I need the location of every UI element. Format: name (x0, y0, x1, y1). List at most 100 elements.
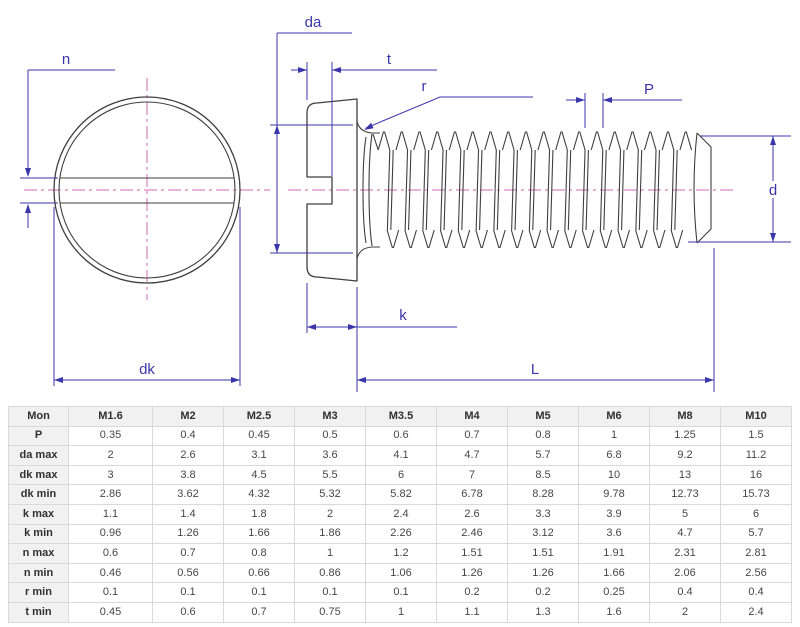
value-cell: 2.81 (720, 543, 792, 564)
value-cell: 1.86 (294, 523, 366, 545)
value-cell: 0.1 (152, 582, 224, 603)
value-cell: 6 (365, 464, 437, 486)
underhead-fillet-bottom (356, 246, 380, 260)
value-cell: 1.2 (365, 543, 437, 564)
value-cell: 0.4 (152, 425, 224, 447)
value-cell: 2.26 (365, 523, 437, 545)
value-cell: 0.1 (365, 582, 437, 603)
value-cell: 5.5 (294, 464, 366, 486)
value-cell: 3.6 (294, 445, 366, 466)
value-cell: 3.12 (507, 523, 579, 545)
value-cell: 1.66 (578, 562, 650, 584)
value-cell: 16 (720, 464, 792, 486)
dim-label-r: r (422, 78, 427, 95)
value-cell: 0.75 (294, 601, 366, 623)
value-cell: 5.32 (294, 484, 366, 505)
value-cell: 5 (649, 503, 721, 525)
value-cell: 0.7 (223, 601, 295, 623)
dim-label-t: t (387, 51, 392, 68)
value-cell: 1.1 (68, 503, 153, 525)
value-cell: 0.7 (436, 425, 508, 447)
value-cell: 0.6 (152, 601, 224, 623)
value-cell: 0.45 (68, 601, 153, 623)
column-header-M2.5: M2.5 (223, 406, 295, 427)
value-cell: 0.6 (68, 543, 153, 564)
dim-d: d (688, 135, 791, 243)
value-cell: 2.6 (152, 445, 224, 466)
row-label: k min (8, 523, 69, 545)
value-cell: 3.3 (507, 503, 579, 525)
value-cell: 2 (649, 601, 721, 623)
value-cell: 3.6 (578, 523, 650, 545)
value-cell: 11.2 (720, 445, 792, 466)
value-cell: 3.1 (223, 445, 295, 466)
value-cell: 0.2 (436, 582, 508, 603)
side-view: da t r P (270, 14, 791, 392)
column-header-M1.6: M1.6 (68, 406, 153, 427)
row-label: P (8, 425, 69, 447)
value-cell: 2.31 (649, 543, 721, 564)
value-cell: 6 (720, 503, 792, 525)
value-cell: 5.7 (720, 523, 792, 545)
value-cell: 1.8 (223, 503, 295, 525)
value-cell: 9.2 (649, 445, 721, 466)
value-cell: 1.26 (507, 562, 579, 584)
value-cell: 0.5 (294, 425, 366, 447)
row-label: dk max (8, 464, 69, 486)
column-header-M4: M4 (436, 406, 508, 427)
row-label: n min (8, 562, 69, 584)
value-cell: 2.06 (649, 562, 721, 584)
dim-dk: dk (53, 207, 241, 386)
dim-label-L: L (531, 361, 539, 378)
dim-label-k: k (399, 307, 407, 324)
column-header-M3: M3 (294, 406, 366, 427)
value-cell: 1.25 (649, 425, 721, 447)
value-cell: 2.6 (436, 503, 508, 525)
value-cell: 0.2 (507, 582, 579, 603)
value-cell: 4.7 (649, 523, 721, 545)
value-cell: 8.5 (507, 464, 579, 486)
value-cell: 0.1 (68, 582, 153, 603)
column-header-M8: M8 (649, 406, 721, 427)
thread-profile (372, 131, 693, 249)
row-label: dk min (8, 484, 69, 505)
dim-label-da: da (305, 14, 322, 31)
value-cell: 1.1 (436, 601, 508, 623)
dim-label-p: P (644, 81, 654, 98)
value-cell: 0.4 (720, 582, 792, 603)
row-label: da max (8, 445, 69, 466)
value-cell: 4.1 (365, 445, 437, 466)
value-cell: 0.4 (649, 582, 721, 603)
value-cell: 1.26 (152, 523, 224, 545)
dim-da: da (270, 14, 353, 254)
value-cell: 5.82 (365, 484, 437, 505)
value-cell: 3.9 (578, 503, 650, 525)
value-cell: 2 (294, 503, 366, 525)
value-cell: 0.8 (507, 425, 579, 447)
value-cell: 7 (436, 464, 508, 486)
row-label: k max (8, 503, 69, 525)
value-cell: 1 (294, 543, 366, 564)
dim-label-n: n (62, 51, 70, 68)
value-cell: 8.28 (507, 484, 579, 505)
value-cell: 13 (649, 464, 721, 486)
value-cell: 6.8 (578, 445, 650, 466)
underhead-fillet-top (356, 120, 380, 134)
value-cell: 1.4 (152, 503, 224, 525)
value-cell: 3 (68, 464, 153, 486)
value-cell: 4.5 (223, 464, 295, 486)
value-cell: 0.1 (223, 582, 295, 603)
value-cell: 0.8 (223, 543, 295, 564)
column-header-label: Mon (8, 406, 69, 427)
dim-k: k (306, 283, 457, 392)
column-header-M10: M10 (720, 406, 792, 427)
value-cell: 0.56 (152, 562, 224, 584)
value-cell: 2.4 (365, 503, 437, 525)
value-cell: 1.91 (578, 543, 650, 564)
column-header-M3.5: M3.5 (365, 406, 437, 427)
front-view: n dk (20, 51, 270, 386)
